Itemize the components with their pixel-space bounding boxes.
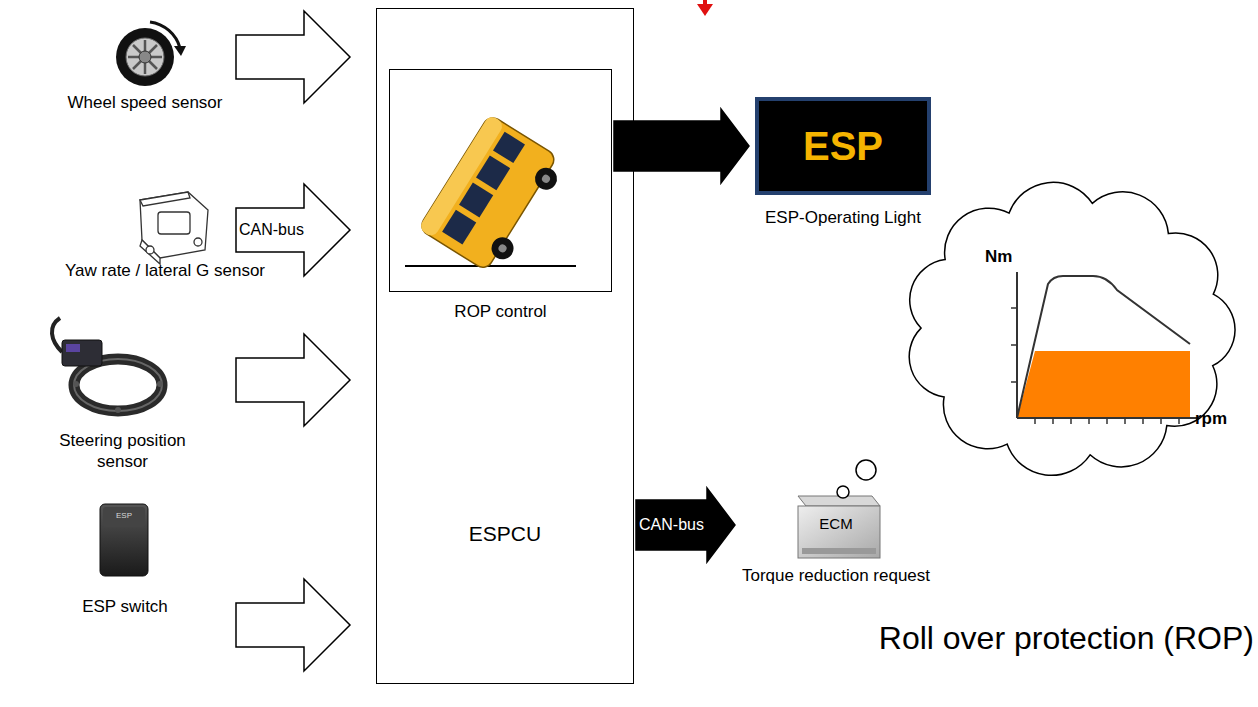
- node-caption: Torque reduction request: [741, 565, 931, 586]
- sensor-node: Wheel speed sensor: [45, 20, 245, 120]
- node-text: ESP: [759, 121, 927, 171]
- output-arrow: [636, 488, 735, 562]
- input-arrow: [236, 11, 350, 103]
- node-text: Nm: [985, 246, 1012, 267]
- node-text: ESP switch: [60, 596, 190, 617]
- steering-sensor-icon: [52, 318, 163, 413]
- node-text: ECM: [741, 515, 931, 534]
- input-arrow: [236, 579, 350, 671]
- warning-light: ESPESP-Operating Light: [755, 97, 931, 195]
- cloud-shape: [885, 168, 1255, 490]
- node-text: Wheel speed sensor: [45, 92, 245, 113]
- red-mark: [697, 0, 713, 16]
- thought-bubbles: [837, 460, 876, 498]
- bus-label: CAN-bus: [237, 220, 306, 240]
- node-text: ROP control: [360, 301, 641, 322]
- output-arrow: [614, 109, 749, 183]
- torque-graph: [1011, 272, 1197, 424]
- node-text: Steering position sensor: [40, 430, 205, 473]
- rop-control-box: ROP control: [389, 69, 612, 292]
- diagram-title: Roll over protection (ROP): [879, 618, 1254, 658]
- bus-label: CAN-bus: [637, 515, 706, 535]
- node-caption: rpm: [1195, 408, 1227, 429]
- node-text: ESPCU: [377, 521, 633, 547]
- wheel-icon: [116, 22, 186, 86]
- sensor-node: Steering position sensor: [40, 318, 205, 478]
- cloud-outline: [909, 182, 1235, 475]
- node-caption: ESP-Operating Light: [729, 207, 957, 228]
- ecm-node: ECM Torque reduction request: [741, 485, 931, 592]
- node-text: Yaw rate / lateral G sensor: [20, 260, 310, 281]
- control-unit-box: ESPCU ROP control: [376, 8, 634, 684]
- torque-cloud: Nm rpm: [885, 168, 1255, 490]
- yaw-sensor-icon: [140, 192, 208, 264]
- esp-switch-icon: [100, 504, 148, 576]
- input-arrow: [236, 334, 350, 426]
- rollover-van: [405, 114, 576, 278]
- switch-legend: ESP: [116, 511, 132, 521]
